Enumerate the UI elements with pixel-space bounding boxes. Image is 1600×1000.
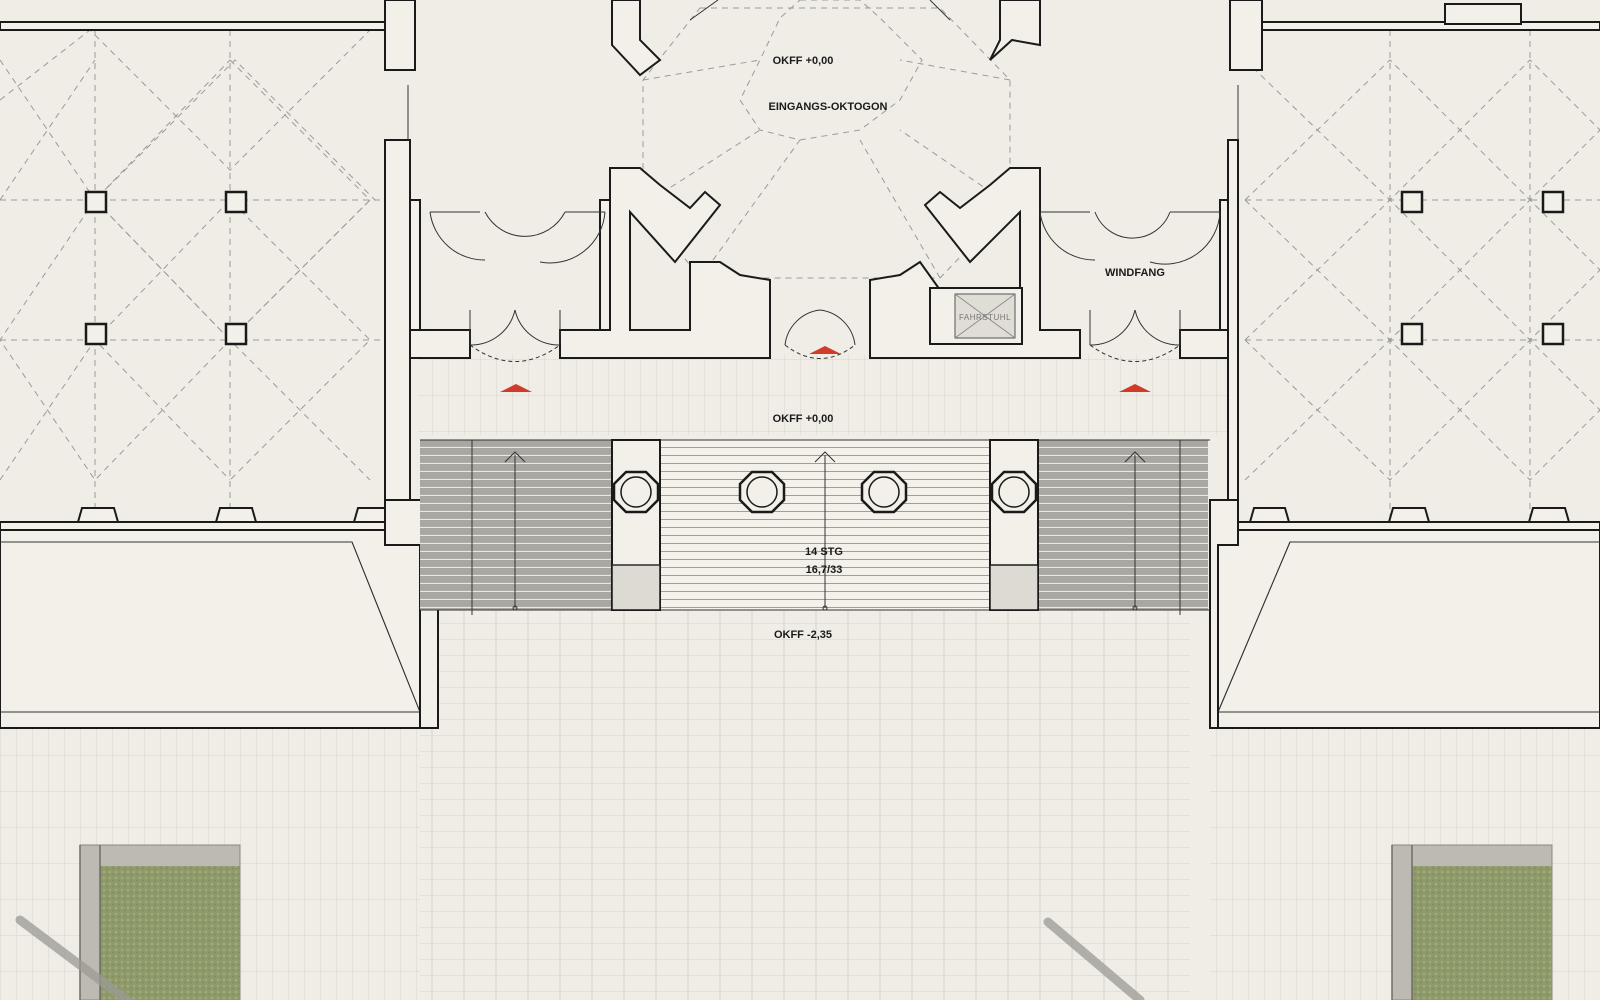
okff-bottom-label: OKFF -2,35 <box>774 629 832 641</box>
entrance-marker-icon <box>500 346 1151 392</box>
stair-arrow-icon <box>504 451 1146 611</box>
left-inner-partition <box>599 199 611 331</box>
planter-right <box>1391 844 1553 1000</box>
stair-pier-left <box>611 439 661 611</box>
left-wing-pavilion <box>0 499 439 729</box>
right-hall <box>1238 30 1600 522</box>
left-hall <box>0 29 390 522</box>
stair-left-flight <box>420 440 612 610</box>
left-entry-wall <box>384 139 411 501</box>
left-upper-pier <box>384 0 416 71</box>
windfang-label: WINDFANG <box>1105 267 1165 279</box>
right-wing-pavilion <box>1209 499 1600 729</box>
right-hall-top-wall <box>1237 21 1600 31</box>
right-vestibule-doors <box>1039 211 1221 362</box>
left-vestibule-wall <box>409 199 421 331</box>
left-octagon-pier <box>559 167 771 359</box>
right-window <box>1444 3 1522 25</box>
octagonal-columns <box>612 470 1038 514</box>
elevator-label: FAHRSTUHL <box>959 313 1011 322</box>
right-entry-wall <box>1227 139 1239 501</box>
octagon-label: EINGANGS-OKTOGON <box>769 101 888 113</box>
left-vestibule-doors <box>429 211 606 362</box>
right-upper-pier <box>1229 0 1263 71</box>
steps-count-label: 14 STG <box>805 546 843 558</box>
stair-pier-right <box>989 439 1039 611</box>
left-lower-wall <box>409 329 471 359</box>
handrail-shadows <box>15 915 1145 1000</box>
steps-ratio-label: 16,7/33 <box>806 564 843 576</box>
right-vestibule-wall <box>1219 199 1229 331</box>
right-lower-wall <box>1179 329 1229 359</box>
entrance-octagon <box>611 0 1041 279</box>
stair-right-flight <box>1038 440 1208 610</box>
okff-landing-label: OKFF +0,00 <box>773 413 834 425</box>
okff-top-label: OKFF +0,00 <box>773 55 834 67</box>
center-doors <box>784 309 856 359</box>
elevator: FAHRSTUHL <box>929 287 1023 345</box>
landing-paving <box>418 355 1228 435</box>
planter-left <box>79 844 241 1000</box>
left-hall-top-wall <box>0 21 386 31</box>
